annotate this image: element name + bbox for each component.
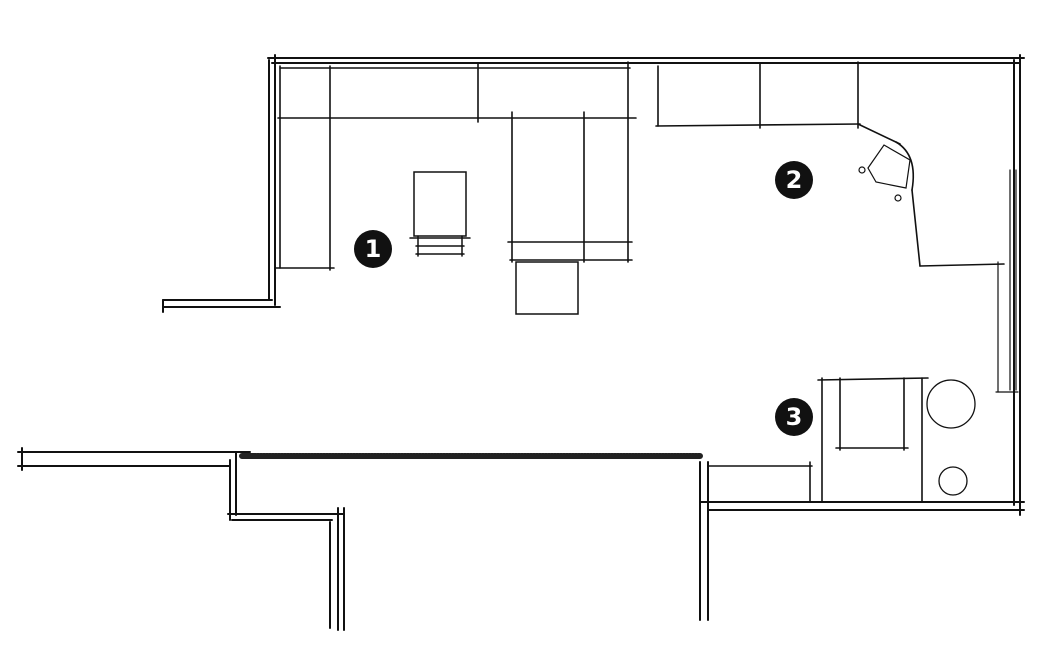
upper-cabinets: [275, 61, 637, 271]
marker-2: 2: [775, 161, 813, 199]
upper-right-cabinets: [655, 61, 1005, 267]
chair-1: [409, 171, 471, 257]
round-table-small: [938, 466, 968, 496]
desk-area-3: [707, 377, 929, 503]
exterior-walls: [17, 54, 1025, 631]
corner-fixture: [858, 144, 911, 202]
marker-3: 3: [775, 398, 813, 436]
round-table-large: [926, 379, 976, 429]
stool-1: [515, 261, 579, 315]
marker-1: 1: [354, 230, 392, 268]
right-window: [995, 169, 1019, 393]
